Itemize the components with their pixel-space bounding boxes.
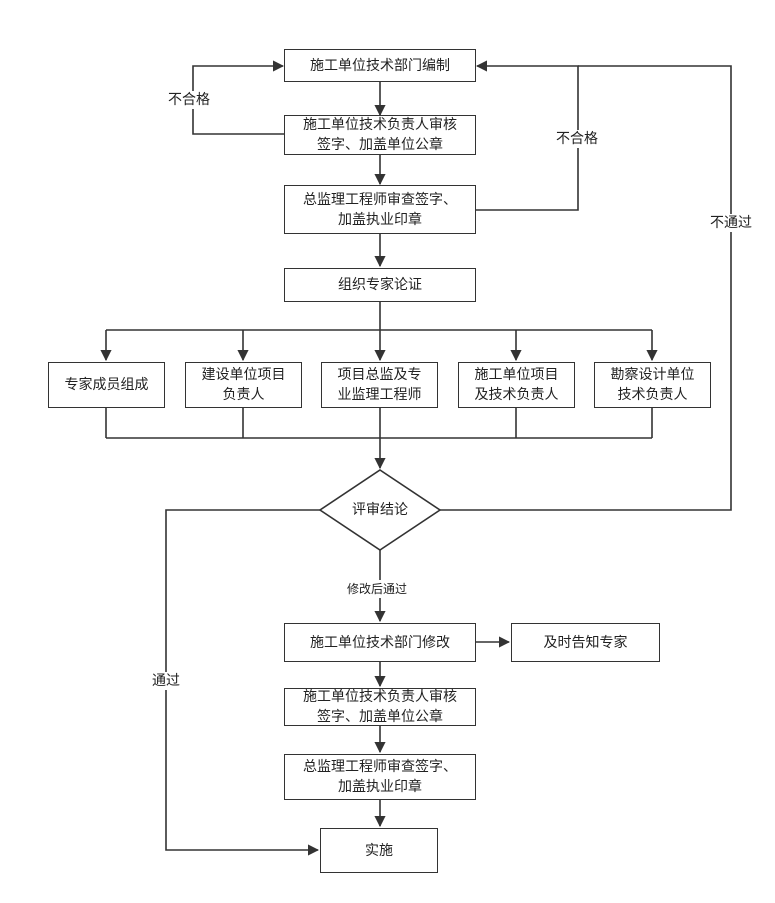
node-survey-lead-label: 勘察设计单位 技术负责人 [610, 367, 695, 403]
node-modify-label: 施工单位技术部门修改 [310, 634, 450, 651]
node-supervisor: 项目总监及专 业监理工程师 [321, 362, 438, 408]
node-expert-members-label: 专家成员组成 [64, 377, 149, 393]
node-survey-lead: 勘察设计单位 技术负责人 [594, 362, 711, 408]
label-not-pass: 不通过 [710, 214, 752, 232]
node-builder-lead: 建设单位项目 负责人 [185, 362, 302, 408]
node-supervisor-label: 项目总监及专 业监理工程师 [337, 367, 422, 403]
node-chief1-label: 总监理工程师审查签字、 加盖执业印章 [303, 191, 457, 228]
label-fail-right: 不合格 [556, 130, 598, 148]
node-contractor-lead: 施工单位项目 及技术负责人 [458, 362, 575, 408]
node-review2: 施工单位技术负责人审核 签字、加盖单位公章 [284, 688, 476, 726]
node-expert-members: 专家成员组成 [48, 362, 165, 408]
node-notify: 及时告知专家 [511, 623, 660, 662]
edge-not-pass [440, 65, 732, 511]
node-chief1: 总监理工程师审查签字、 加盖执业印章 [284, 185, 476, 234]
node-builder-lead-label: 建设单位项目 负责人 [201, 367, 286, 403]
node-compile: 施工单位技术部门编制 [284, 49, 476, 82]
label-pass: 通过 [152, 672, 180, 690]
node-implement-label: 实施 [365, 842, 393, 859]
node-organize-label: 组织专家论证 [338, 277, 422, 293]
node-implement: 实施 [320, 828, 438, 873]
node-notify-label: 及时告知专家 [543, 634, 628, 651]
node-review2-label: 施工单位技术负责人审核 签字、加盖单位公章 [303, 689, 457, 725]
node-compile-label: 施工单位技术部门编制 [310, 57, 450, 74]
node-chief2-label: 总监理工程师审查签字、 加盖执业印章 [303, 759, 457, 795]
label-pass-after-modify: 修改后通过 [347, 580, 408, 598]
decision-label: 评审结论 [352, 502, 408, 518]
node-organize: 组织专家论证 [284, 268, 476, 302]
node-review1-label: 施工单位技术负责人审核 签字、加盖单位公章 [303, 117, 457, 153]
node-modify: 施工单位技术部门修改 [284, 623, 476, 662]
label-fail-left: 不合格 [168, 91, 210, 109]
node-chief2: 总监理工程师审查签字、 加盖执业印章 [284, 754, 476, 800]
node-review1: 施工单位技术负责人审核 签字、加盖单位公章 [284, 115, 476, 155]
node-contractor-lead-label: 施工单位项目 及技术负责人 [474, 367, 559, 403]
